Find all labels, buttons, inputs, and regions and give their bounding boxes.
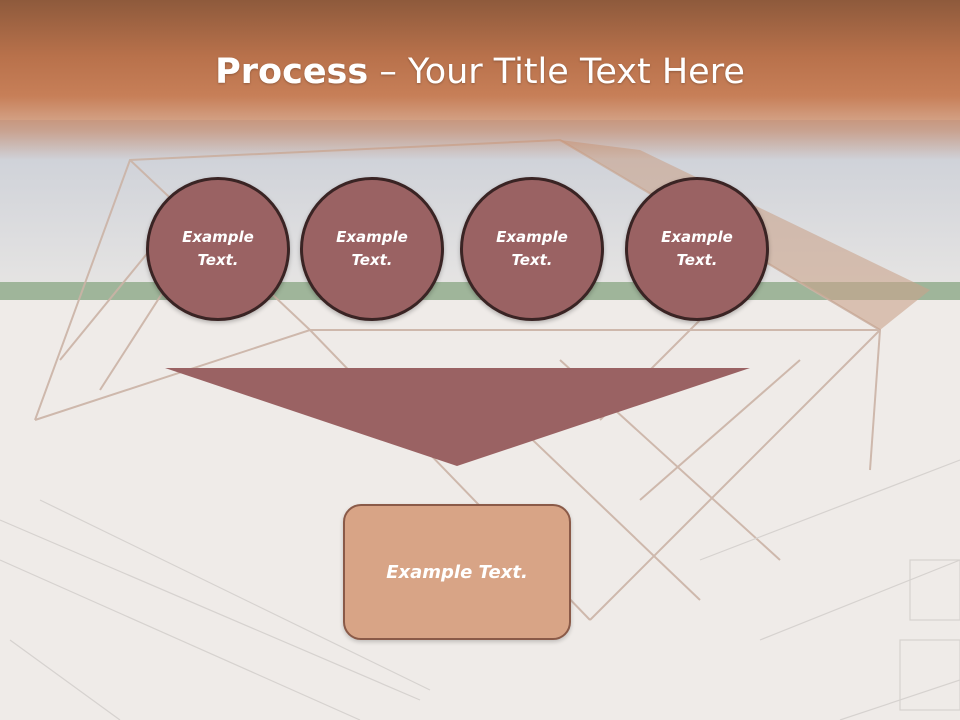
slide-title: Process – Your Title Text Here (0, 52, 960, 92)
title-bold-part: Process (215, 52, 369, 92)
title-rest-part: – Your Title Text Here (368, 52, 745, 92)
result-box-text: Example Text. (386, 561, 528, 583)
funnel-arrow (165, 368, 750, 466)
title-band (0, 0, 960, 160)
result-box[interactable]: Example Text. (343, 504, 571, 640)
